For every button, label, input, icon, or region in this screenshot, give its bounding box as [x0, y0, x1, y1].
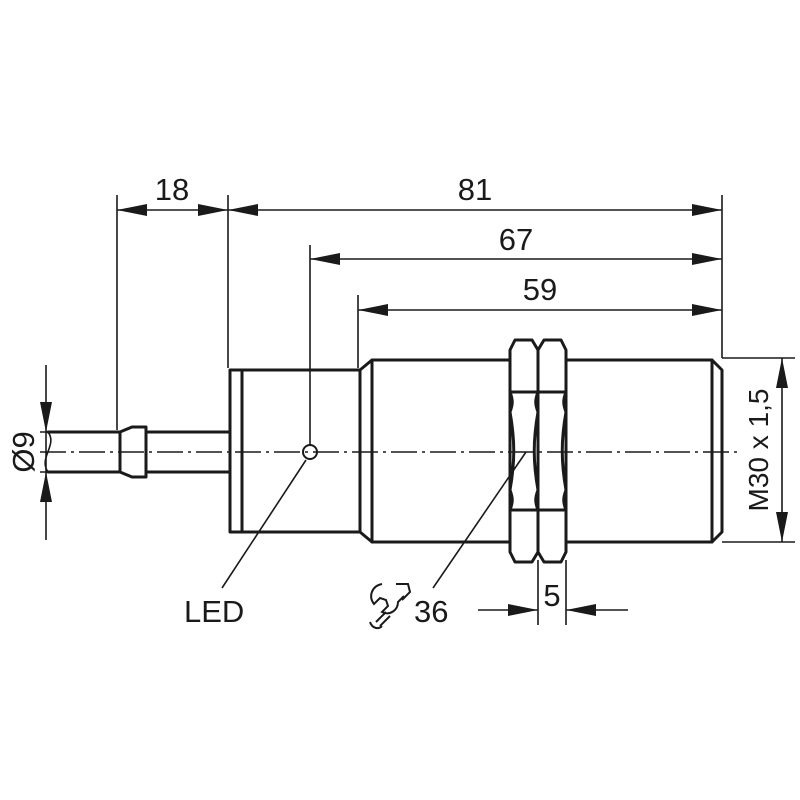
extension-lines — [40, 195, 795, 625]
wrench-icon — [369, 583, 412, 630]
dim-led-to-front-length: 67 — [499, 222, 533, 257]
dim-wrench-size: 36 — [414, 594, 448, 629]
nut-right — [536, 338, 568, 564]
rear-housing — [228, 368, 362, 534]
nut-left — [508, 338, 540, 564]
led-leader-line — [221, 459, 307, 589]
dim-thread-length: 59 — [523, 272, 557, 307]
dim-cable-gland-length: 18 — [155, 172, 189, 207]
dimension-lines — [40, 204, 788, 616]
dim-overall-length: 81 — [458, 172, 492, 207]
dim-cable-diameter: Ø9 — [6, 431, 41, 472]
strain-relief — [118, 425, 148, 479]
led-label: LED — [184, 594, 244, 629]
sensor-outline — [44, 338, 724, 564]
wrench-leader-line — [432, 451, 527, 589]
threaded-body — [358, 358, 724, 544]
dim-thread-size: M30 x 1,5 — [743, 389, 774, 512]
dim-nut-width: 5 — [543, 578, 560, 613]
